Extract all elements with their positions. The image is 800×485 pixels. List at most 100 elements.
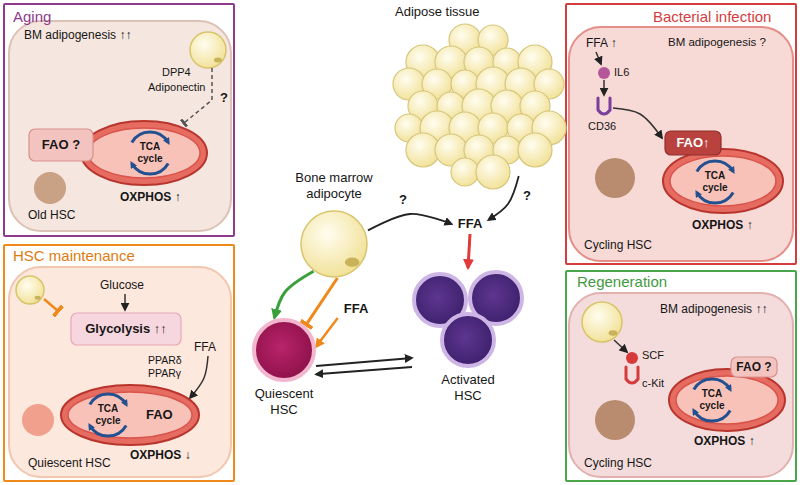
annotation-label: SCF — [642, 349, 664, 362]
arrow-line — [603, 80, 605, 95]
ligand-icon — [598, 67, 610, 79]
cell-membrane — [9, 267, 231, 477]
node-text: FAO ? — [736, 360, 771, 374]
process-box: FAO↑ — [664, 130, 722, 156]
mitochondrion: TCA cycleOXPHOS ↑ — [80, 120, 208, 186]
ligand-icon — [626, 352, 638, 364]
edge-label: ? — [522, 188, 532, 204]
box-outline — [731, 357, 777, 377]
arrow-line — [44, 299, 58, 311]
tca-cycle-arrow — [694, 411, 730, 422]
box-outline — [71, 313, 181, 345]
tca-cycle-arrow — [90, 426, 126, 437]
panel: TCA cycleOXPHOS ↑FAO↑FFA ↑BM adipogenesi… — [565, 3, 797, 265]
process-box: FAO ? — [730, 356, 778, 378]
tca-cycle-arrow — [694, 379, 730, 390]
tca-cycle-arrow — [132, 164, 168, 175]
connector-arrow — [316, 358, 412, 366]
cell-membrane — [569, 27, 793, 261]
cell: TCA cycleOXPHOS ↑FAO ?BM adipogenesis ↑↑… — [568, 292, 794, 478]
mito-outer — [669, 369, 785, 431]
arrow-line — [596, 52, 601, 64]
process-box: FAO ? — [28, 128, 94, 162]
arrow-line — [124, 294, 126, 310]
mitochondrion: TCA cycleOXPHOS ↑ — [668, 368, 786, 432]
mito-outer — [663, 149, 783, 213]
fat-cell — [451, 158, 479, 186]
adipocyte-nucleus — [609, 330, 618, 336]
node-text: FFA ↑ — [586, 36, 617, 50]
node-text: FFA — [194, 340, 216, 354]
node-shape — [412, 268, 524, 368]
mito-outer — [81, 121, 207, 185]
node-text: OXPHOS ↑ — [694, 434, 755, 448]
box-outline — [665, 131, 721, 155]
annotation-label: DPP4 — [162, 66, 191, 79]
node-text: Cycling HSC — [584, 456, 652, 470]
node-text: TCA cycle — [132, 141, 168, 165]
annotation-label: c-Kit — [642, 377, 664, 390]
mito-inner — [676, 376, 778, 424]
adipocyte-nucleus — [35, 296, 41, 300]
connector-arrow — [316, 367, 412, 374]
node-text: Old HSC — [28, 208, 75, 222]
node-text: OXPHOS ↑ — [692, 218, 753, 232]
cell-membrane — [9, 21, 231, 231]
activated-hsc: Activated HSC — [412, 268, 524, 368]
mito-inner — [88, 128, 200, 178]
adipocyte-icon — [301, 211, 367, 277]
node-shape — [252, 318, 316, 382]
nucleus — [595, 158, 635, 198]
mitochondrion: TCA cycleOXPHOS ↑ — [662, 148, 784, 214]
panel: Glycolysis ↑↑ TCA cycleFAOOXPHOS ↓ Glucose… — [3, 244, 235, 482]
mito-inner — [670, 156, 776, 206]
annotation-label: Adiponectin — [148, 81, 206, 94]
connector-arrow — [368, 214, 452, 230]
mitochondrion: TCA cycleFAOOXPHOS ↓ — [60, 384, 200, 446]
node-text: TCA cycle — [694, 388, 730, 412]
node-text: OXPHOS ↑ — [120, 190, 181, 204]
receptor-icon — [598, 98, 610, 114]
tca-cycle-arrow — [697, 161, 733, 172]
mito-outer — [61, 385, 199, 445]
receptor-icon — [626, 367, 638, 383]
node-shape — [60, 384, 200, 446]
adipocyte-nucleus — [345, 258, 360, 267]
node-text: OXPHOS ↓ — [130, 448, 191, 462]
adipose-tissue: Adipose tissue — [395, 4, 560, 176]
node-text: Glucose — [100, 278, 144, 292]
arrow-line — [190, 356, 208, 398]
adipocyte-nucleus — [214, 57, 222, 62]
connector-arrow — [316, 318, 338, 347]
node-text: FFA — [458, 216, 483, 232]
node-text: BM adipogenesis ↑↑ — [660, 302, 767, 316]
cell: TCA cycleOXPHOS ↑FAO ?BM adipogenesis ↑↑… — [8, 20, 232, 232]
connector-arrow — [306, 278, 337, 324]
annotation-label: PPARγ — [148, 367, 181, 380]
node-shape — [300, 210, 368, 278]
fat-cell — [476, 155, 510, 189]
nucleus — [595, 400, 635, 440]
edge-label: ? — [398, 192, 408, 208]
node-text: FAO↑ — [676, 135, 709, 151]
node-text: Activated HSC — [433, 372, 503, 403]
node-text: BM adipogenesis ↑↑ — [24, 28, 131, 42]
arrow-line — [614, 340, 627, 352]
box-outline — [29, 129, 93, 161]
node-text: FAO ? — [42, 137, 80, 153]
mito-inner — [68, 392, 192, 438]
panel-title: Regeneration — [577, 273, 667, 291]
cell: TCA cycleOXPHOS ↑FAO↑FFA ↑BM adipogenesi… — [568, 26, 794, 262]
annotation-label: ? — [220, 90, 228, 106]
annotation-label: CD36 — [588, 120, 616, 133]
adipocyte-icon — [582, 302, 622, 342]
panel-title: HSC maintenance — [13, 247, 135, 265]
node-text: Glycolysis ↑↑ — [85, 321, 167, 337]
fat-cell — [518, 133, 552, 167]
node-text: Adipose tissue — [395, 4, 480, 20]
node-text: TCA cycle — [90, 403, 126, 427]
node-text: Quiescent HSC — [28, 456, 111, 470]
annotation-label: PPARδ — [148, 354, 182, 367]
nucleus — [34, 172, 66, 204]
